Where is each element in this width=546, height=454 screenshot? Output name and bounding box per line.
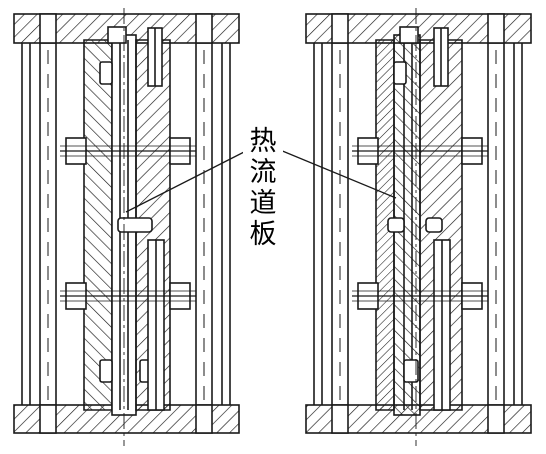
right-mold-assembly <box>305 8 532 446</box>
leader-line-left <box>125 149 249 213</box>
leader-line-right <box>279 149 397 199</box>
label-char: 热 <box>249 126 277 157</box>
label-char: 板 <box>249 219 277 250</box>
right-upper-bolt <box>352 137 488 165</box>
left-upper-bolt <box>60 137 196 165</box>
label-leader-lines <box>125 149 397 213</box>
label-char: 流 <box>249 157 277 188</box>
left-mold-assembly <box>13 8 240 446</box>
hot-runner-plate-label: 热 流 道 板 <box>243 126 283 250</box>
label-char: 道 <box>249 188 277 219</box>
left-cavity-plate <box>83 39 113 411</box>
right-lower-bolt <box>352 282 488 310</box>
left-lower-bolt <box>60 282 196 310</box>
